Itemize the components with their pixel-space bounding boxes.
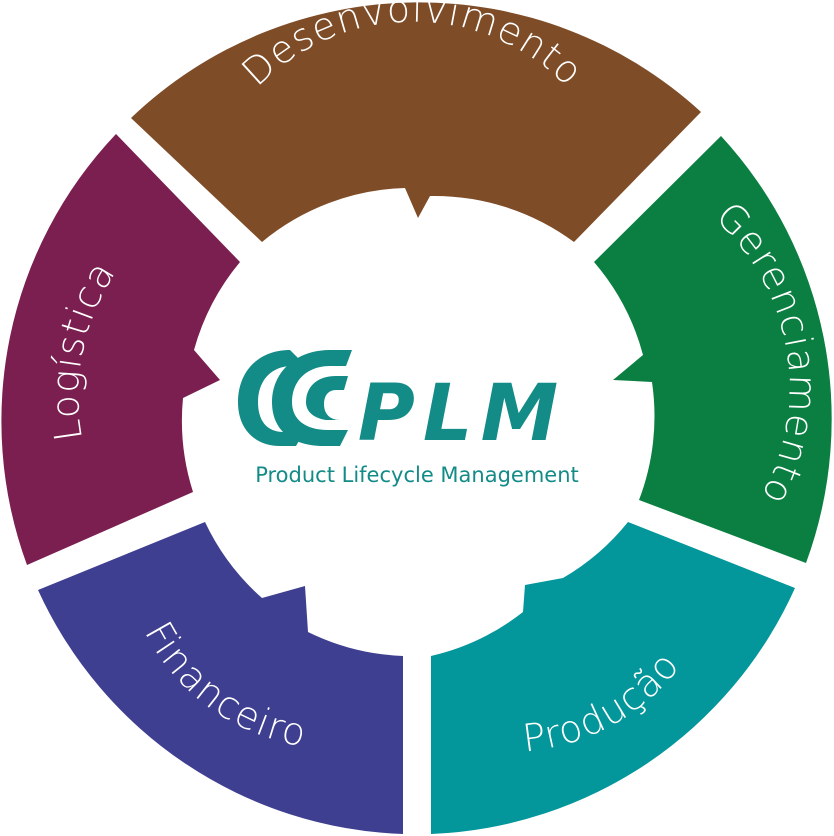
segment-gerenciamento[interactable] <box>594 136 832 563</box>
plm-logo: PLM Product Lifecycle Management <box>238 350 579 487</box>
segment-financeiro[interactable] <box>38 522 403 834</box>
cc-emblem-icon <box>238 350 352 446</box>
logo-title: PLM <box>358 369 567 459</box>
segment-desenvolvimento[interactable] <box>131 2 701 242</box>
segment-logistica[interactable] <box>1 134 240 565</box>
logo-subtitle: Product Lifecycle Management <box>255 463 579 487</box>
segment-producao[interactable] <box>431 522 795 834</box>
